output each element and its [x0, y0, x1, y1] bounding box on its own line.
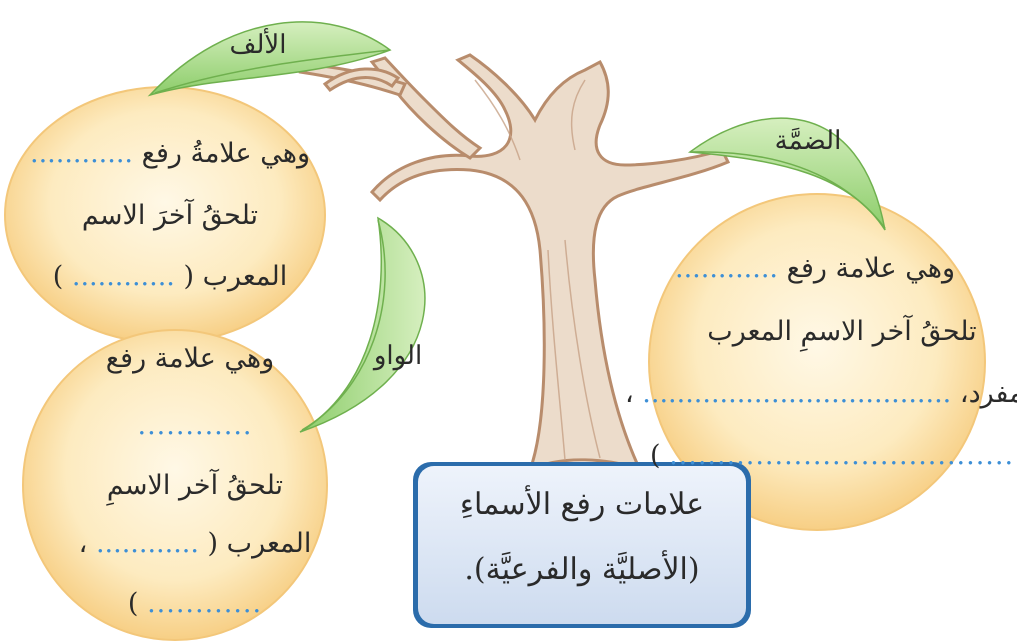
circle-alif-line3-text: المعرب ( — [183, 261, 288, 292]
fill-blank-dots: ............ — [674, 253, 778, 284]
leaf-alif-label: الألف — [229, 30, 287, 60]
circle-damma-line2: تلحقُ آخر الاسمِ المعرب — [707, 316, 977, 347]
circle-waw — [22, 329, 328, 641]
circle-damma-line4-end: ) — [649, 440, 661, 471]
circle-waw-line1: وهي علامة رفع — [105, 343, 275, 374]
circle-waw-dots-line: ............ — [138, 412, 253, 439]
circle-waw-line4-end: ) — [127, 588, 139, 619]
circle-damma-line3-end: ، — [624, 378, 634, 409]
fill-blank-dots: ............ — [147, 588, 263, 619]
circle-alif-line1-text: وهي علامةُ رفع — [141, 138, 311, 169]
fill-blank-dots: .................................... — [642, 378, 952, 409]
circle-alif-line3-end: ) — [52, 261, 64, 292]
circle-damma-line1: وهي علامة رفع ............ — [675, 255, 955, 282]
fill-blank-dots: ............ — [95, 528, 199, 559]
circle-damma-line3: (المفرد، ...............................… — [625, 380, 1017, 407]
circle-damma — [648, 193, 986, 531]
fill-blank-dots: ............ — [137, 410, 253, 441]
title-box — [413, 462, 751, 628]
circle-waw-line3-text: المعرب ( — [207, 528, 312, 559]
fill-blank-dots: ............ — [29, 138, 133, 169]
leaf-damma-label: الضمَّة — [774, 126, 842, 156]
circle-waw-line3: المعرب ( ............ ، — [79, 530, 312, 557]
circle-alif-line3: المعرب ( ............ ) — [53, 263, 288, 290]
fill-blank-dots: ............ — [71, 261, 175, 292]
leaf-alif — [147, 21, 392, 97]
circle-damma-line3-text: (المفرد، — [959, 378, 1017, 409]
circle-waw-line3-end: ، — [78, 528, 88, 559]
circle-alif-line1: وهي علامةُ رفع ............ — [30, 140, 310, 167]
leaf-waw-label: الواو — [373, 341, 423, 371]
circle-waw-line2: تلحقُ آخر الاسمِ — [106, 470, 284, 501]
circle-damma-line1-text: وهي علامة رفع — [786, 253, 956, 284]
fill-blank-dots: .................................... — [669, 440, 1015, 471]
title-box-line1: علامات رفع الأسماءِ — [459, 487, 705, 522]
circle-alif-line2: تلحقُ آخرَ الاسم — [81, 200, 259, 231]
leaf-waw — [299, 216, 426, 433]
title-box-line2: (الأصليَّة والفرعيَّة). — [464, 552, 700, 587]
circle-waw-line4: ............ ) — [128, 590, 262, 617]
circle-damma-line4: .................................... ) — [650, 442, 1014, 469]
leaf-damma — [687, 117, 886, 231]
